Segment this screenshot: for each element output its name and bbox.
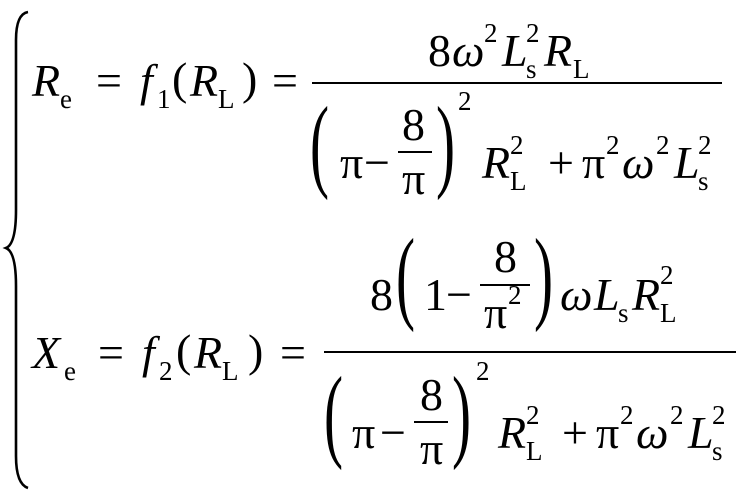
eq2-num-omega: ω bbox=[560, 269, 593, 320]
eq1-den-omega-sup: 2 bbox=[656, 130, 670, 160]
eq1-num-L-sup: 2 bbox=[526, 18, 540, 48]
eq1-den-frac-num: 8 bbox=[402, 99, 425, 150]
eq1-den-omega: ω bbox=[622, 137, 655, 188]
eq1-den-rparen: ) bbox=[436, 86, 456, 201]
eq2-fraction-bar bbox=[324, 351, 736, 353]
eq2-den-frac-den: π bbox=[420, 423, 444, 474]
eq2-num-minus: − bbox=[446, 269, 472, 320]
eq2-den-R-sup: 2 bbox=[526, 400, 540, 430]
eq2-num-frac-num: 8 bbox=[494, 231, 517, 282]
eq2-num-rparen: ) bbox=[534, 218, 554, 333]
eq1-den-L-sup: 2 bbox=[698, 130, 712, 160]
eq1-equals-2: = bbox=[272, 55, 298, 106]
eq2-num-frac-den-sup: 2 bbox=[508, 280, 522, 310]
eq2-den-plus: + bbox=[562, 407, 588, 458]
eq2-num-R-sup: 2 bbox=[660, 260, 674, 290]
eq1-den-L-sub: s bbox=[698, 166, 709, 196]
eq2-den-frac-num: 8 bbox=[420, 369, 443, 420]
eq1-num-L-sub: s bbox=[526, 54, 537, 84]
eq2-num-L: L bbox=[594, 269, 620, 320]
eq1-num-L: L bbox=[502, 25, 528, 76]
eq2-lparen: ( bbox=[176, 325, 192, 376]
eq1-den-lparen: ( bbox=[310, 86, 330, 201]
eq2-num-R: R bbox=[632, 269, 661, 320]
eq2-den-inner-bar bbox=[414, 421, 448, 423]
eq2-func: f bbox=[142, 327, 155, 378]
eq1-den-plus: + bbox=[548, 137, 574, 188]
eq2-num-R-sub: L bbox=[660, 298, 677, 328]
eq1-den-L: L bbox=[674, 137, 700, 188]
eq1-arg-sub: L bbox=[218, 84, 235, 114]
eq2-den-lparen: ( bbox=[324, 356, 344, 471]
eq2-den-pi2-sup: 2 bbox=[620, 400, 634, 430]
eq1-den-pi: π bbox=[340, 137, 364, 188]
eq1-den-paren-sup: 2 bbox=[458, 86, 472, 116]
eq2-den-paren-sup: 2 bbox=[476, 356, 490, 386]
eq1-den-R-sup: 2 bbox=[510, 130, 524, 160]
eq2-den-L-sub: s bbox=[712, 436, 723, 466]
eq1-den-frac-den: π bbox=[402, 153, 426, 204]
eq2-den-omega: ω bbox=[636, 407, 669, 458]
eq2-den-minus: − bbox=[380, 407, 406, 458]
eq2-func-sub: 2 bbox=[159, 356, 173, 386]
eq1-num-R-sub: L bbox=[573, 54, 590, 84]
eq2-lhs-sub: e bbox=[64, 356, 76, 386]
eq1-rparen: ) bbox=[242, 53, 258, 104]
eq1-den-minus: − bbox=[364, 137, 390, 188]
eq2-num-lparen: ( bbox=[396, 218, 416, 333]
eq1-num-omega-sup: 2 bbox=[484, 18, 498, 48]
eq1-den-pi2-sup: 2 bbox=[606, 130, 620, 160]
eq1-func: f bbox=[140, 55, 153, 106]
eq1-num-omega: ω bbox=[452, 25, 485, 76]
eq2-den-L: L bbox=[688, 407, 714, 458]
eq1-equals-1: = bbox=[96, 55, 122, 106]
eq1-den-pi2: π bbox=[582, 137, 606, 188]
eq1-den-inner-bar bbox=[398, 151, 432, 153]
eq1-num-R: R bbox=[544, 25, 573, 76]
eq2-den-R-sub: L bbox=[526, 436, 543, 466]
eq2-den-omega-sup: 2 bbox=[670, 400, 684, 430]
eq2-den-L-sup: 2 bbox=[712, 400, 726, 430]
eq1-arg: R bbox=[190, 55, 219, 106]
eq1-lhs-sub: e bbox=[60, 84, 72, 114]
eq2-den-pi2: π bbox=[596, 407, 620, 458]
eq2-num-one: 1 bbox=[424, 269, 447, 320]
eq2-arg: R bbox=[194, 327, 223, 378]
eq2-num-L-sub: s bbox=[618, 298, 629, 328]
eq1-fraction-bar bbox=[312, 82, 722, 84]
eq2-arg-sub: L bbox=[222, 356, 239, 386]
eq2-lhs: X bbox=[32, 327, 61, 378]
eq2-num-inner-bar bbox=[480, 284, 530, 286]
eq2-equals-1: = bbox=[98, 327, 124, 378]
eq2-equals-2: = bbox=[280, 327, 306, 378]
eq2-num-frac-den: π bbox=[484, 287, 508, 338]
eq1-num-coef: 8 bbox=[428, 25, 451, 76]
eq2-den-rparen: ) bbox=[452, 356, 472, 471]
eq1-lparen: ( bbox=[172, 53, 188, 104]
eq1-den-R-sub: L bbox=[510, 166, 527, 196]
eq2-num-coef: 8 bbox=[370, 269, 393, 320]
eq1-lhs: R bbox=[32, 55, 61, 106]
eq1-den-R: R bbox=[482, 137, 511, 188]
eq2-rparen: ) bbox=[248, 325, 264, 376]
eq1-func-sub: 1 bbox=[157, 84, 171, 114]
eq2-den-R: R bbox=[498, 407, 527, 458]
eq2-den-pi: π bbox=[352, 407, 376, 458]
